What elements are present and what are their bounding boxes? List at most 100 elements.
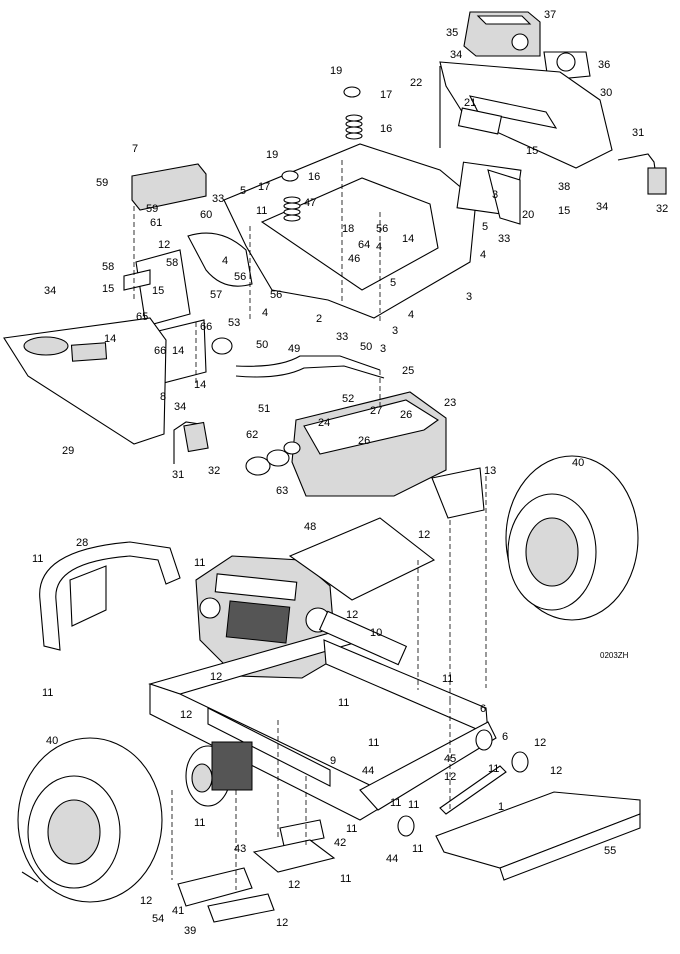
callout-35: 35 bbox=[446, 27, 458, 39]
callout-33: 33 bbox=[336, 331, 348, 343]
callout-6: 6 bbox=[502, 731, 508, 743]
callout-62: 62 bbox=[246, 429, 258, 441]
callout-55: 55 bbox=[604, 845, 616, 857]
callout-22: 22 bbox=[410, 77, 422, 89]
callout-13: 13 bbox=[484, 465, 496, 477]
callout-3: 3 bbox=[492, 189, 498, 201]
callout-14: 14 bbox=[172, 345, 184, 357]
callout-45: 45 bbox=[444, 753, 456, 765]
callout-19: 19 bbox=[330, 65, 342, 77]
callout-8: 8 bbox=[160, 391, 166, 403]
callout-11: 11 bbox=[340, 873, 351, 885]
callout-57: 57 bbox=[210, 289, 222, 301]
callout-12: 12 bbox=[288, 879, 300, 891]
callout-37: 37 bbox=[544, 9, 556, 21]
callout-59: 59 bbox=[146, 203, 158, 215]
callout-40: 40 bbox=[46, 735, 58, 747]
callout-56: 56 bbox=[376, 223, 388, 235]
callout-34: 34 bbox=[450, 49, 462, 61]
callout-61: 61 bbox=[150, 217, 162, 229]
rops-bar-28 bbox=[39, 541, 181, 651]
callout-50: 50 bbox=[360, 341, 372, 353]
callout-52: 52 bbox=[342, 393, 354, 405]
callout-64: 64 bbox=[358, 239, 370, 251]
callout-26: 26 bbox=[358, 435, 370, 447]
callout-34: 34 bbox=[174, 401, 186, 413]
callout-15: 15 bbox=[152, 285, 164, 297]
callout-5: 5 bbox=[390, 277, 396, 289]
seat-support-frame bbox=[223, 86, 522, 319]
callout-21: 21 bbox=[464, 97, 476, 109]
callout-3: 3 bbox=[380, 343, 386, 355]
callout-11: 11 bbox=[194, 817, 205, 829]
callout-50: 50 bbox=[256, 339, 268, 351]
callout-5: 5 bbox=[482, 221, 488, 233]
callout-12: 12 bbox=[276, 917, 288, 929]
callout-12: 12 bbox=[140, 895, 152, 907]
callout-32: 32 bbox=[656, 203, 668, 215]
callout-53: 53 bbox=[228, 317, 240, 329]
callout-54: 54 bbox=[152, 913, 164, 925]
callout-60: 60 bbox=[200, 209, 212, 221]
callout-12: 12 bbox=[158, 239, 170, 251]
callout-44: 44 bbox=[362, 765, 374, 777]
callout-11: 11 bbox=[390, 797, 401, 809]
callout-11: 11 bbox=[338, 697, 349, 709]
floor-plates bbox=[177, 467, 641, 923]
callout-27: 27 bbox=[370, 405, 382, 417]
callout-7: 7 bbox=[132, 143, 138, 155]
callout-51: 51 bbox=[258, 403, 270, 415]
callout-10: 10 bbox=[370, 627, 382, 639]
callout-11: 11 bbox=[32, 553, 43, 565]
callout-14: 14 bbox=[104, 333, 116, 345]
callout-33: 33 bbox=[212, 193, 224, 205]
callout-2: 2 bbox=[316, 313, 322, 325]
callout-12: 12 bbox=[346, 609, 358, 621]
callout-31: 31 bbox=[632, 127, 644, 139]
callout-28: 28 bbox=[76, 537, 88, 549]
callout-34: 34 bbox=[44, 285, 56, 297]
callout-31: 31 bbox=[172, 469, 184, 481]
callout-65: 65 bbox=[136, 311, 148, 323]
callout-26: 26 bbox=[400, 409, 412, 421]
callout-25: 25 bbox=[402, 365, 414, 377]
callout-3: 3 bbox=[392, 325, 398, 337]
callout-59: 59 bbox=[96, 177, 108, 189]
spring-16-lower bbox=[283, 196, 301, 222]
spring-16-upper bbox=[345, 114, 363, 140]
callout-5: 5 bbox=[240, 185, 246, 197]
callout-20: 20 bbox=[522, 209, 534, 221]
callout-16: 16 bbox=[380, 123, 392, 135]
callout-12: 12 bbox=[180, 709, 192, 721]
callout-15: 15 bbox=[102, 283, 114, 295]
callout-1: 1 bbox=[498, 801, 504, 813]
hydraulic-tank-cover-assembly bbox=[439, 11, 667, 195]
callout-11: 11 bbox=[412, 843, 423, 855]
callout-4: 4 bbox=[262, 307, 268, 319]
callout-11: 11 bbox=[368, 737, 379, 749]
callout-38: 38 bbox=[558, 181, 570, 193]
callout-40: 40 bbox=[572, 457, 584, 469]
callout-3: 3 bbox=[466, 291, 472, 303]
callout-15: 15 bbox=[558, 205, 570, 217]
callout-41: 41 bbox=[172, 905, 184, 917]
callout-11: 11 bbox=[256, 205, 267, 217]
callout-56: 56 bbox=[234, 271, 246, 283]
callout-19: 19 bbox=[266, 149, 278, 161]
main-frame bbox=[148, 610, 529, 837]
callout-29: 29 bbox=[62, 445, 74, 457]
callout-34: 34 bbox=[596, 201, 608, 213]
assembly-lines bbox=[133, 160, 487, 890]
dash-and-control-brackets bbox=[3, 163, 253, 464]
callout-39: 39 bbox=[184, 925, 196, 937]
callout-63: 63 bbox=[276, 485, 288, 497]
hydraulic-motor bbox=[185, 741, 253, 807]
callout-36: 36 bbox=[598, 59, 610, 71]
callout-11: 11 bbox=[194, 557, 205, 569]
callout-23: 23 bbox=[444, 397, 456, 409]
callout-12: 12 bbox=[550, 765, 562, 777]
callout-47: 47 bbox=[304, 197, 316, 209]
callout-6: 6 bbox=[480, 703, 486, 715]
callout-14: 14 bbox=[402, 233, 414, 245]
